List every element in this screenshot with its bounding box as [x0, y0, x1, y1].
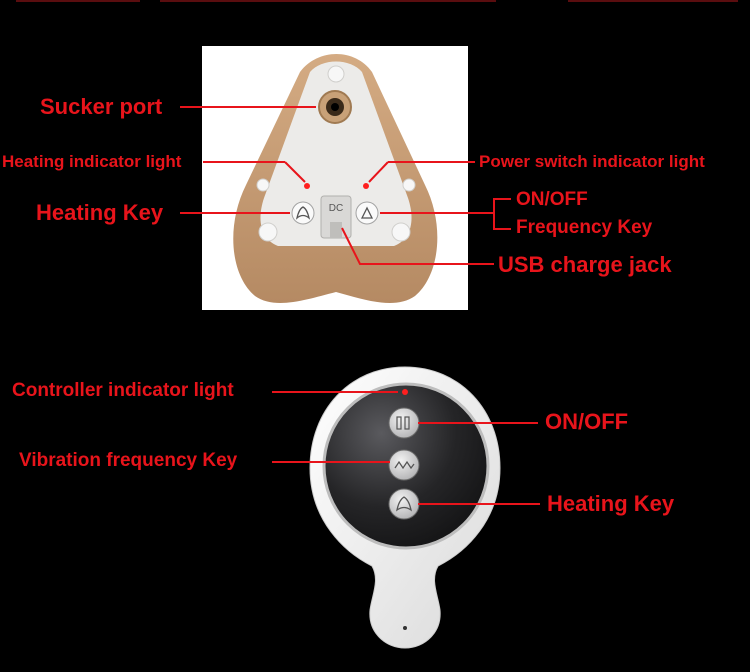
sucker-port-core	[331, 103, 339, 111]
flame-icon	[396, 496, 412, 512]
controller-leader-lines	[272, 391, 540, 505]
controller-heating-button[interactable]	[388, 488, 420, 520]
pause-icon-bar	[404, 416, 410, 430]
vibration-frequency-key-label: Vibration frequency Key	[19, 450, 238, 471]
controller-pinhole	[403, 626, 407, 630]
on-off-frequency-key-button[interactable]	[355, 201, 379, 225]
screw-right	[391, 222, 411, 242]
controller-heating-key-label: Heating Key	[547, 491, 675, 516]
controller-on-off-label: ON/OFF	[545, 409, 629, 434]
dc-jack-slot	[330, 222, 342, 238]
dc-label: DC	[329, 203, 343, 214]
controller-device	[309, 366, 501, 649]
power-indicator-label: Power switch indicator light	[479, 152, 705, 171]
top-border-segment-1	[16, 0, 140, 2]
heating-indicator-label: Heating indicator light	[2, 152, 182, 171]
heating-key-label: Heating Key	[36, 200, 164, 225]
heating-key-button[interactable]	[291, 201, 315, 225]
sucker-port-label: Sucker port	[40, 94, 163, 119]
heating-indicator-led	[304, 183, 310, 189]
controller-indicator-label: Controller indicator light	[12, 380, 234, 401]
controller-indicator-led	[402, 389, 408, 395]
top-device: DC	[233, 54, 438, 304]
top-border-segment-2	[160, 0, 496, 2]
screw-top	[327, 65, 345, 83]
wave-icon	[394, 460, 415, 470]
screw-mid-right	[402, 178, 416, 192]
triangle-icon	[360, 206, 374, 219]
top-border-segment-3	[568, 0, 738, 2]
screw-mid-left	[256, 178, 270, 192]
screw-left	[258, 222, 278, 242]
flame-icon	[295, 206, 311, 220]
pause-icon	[396, 416, 402, 430]
on-off-label: ON/OFF	[516, 189, 588, 210]
controller-on-off-button[interactable]	[388, 407, 420, 439]
top-leader-lines	[180, 106, 511, 265]
power-indicator-led	[363, 183, 369, 189]
controller-vibration-button[interactable]	[388, 449, 420, 481]
usb-charge-jack-label: USB charge jack	[498, 252, 672, 277]
frequency-key-label: Frequency Key	[516, 217, 653, 238]
